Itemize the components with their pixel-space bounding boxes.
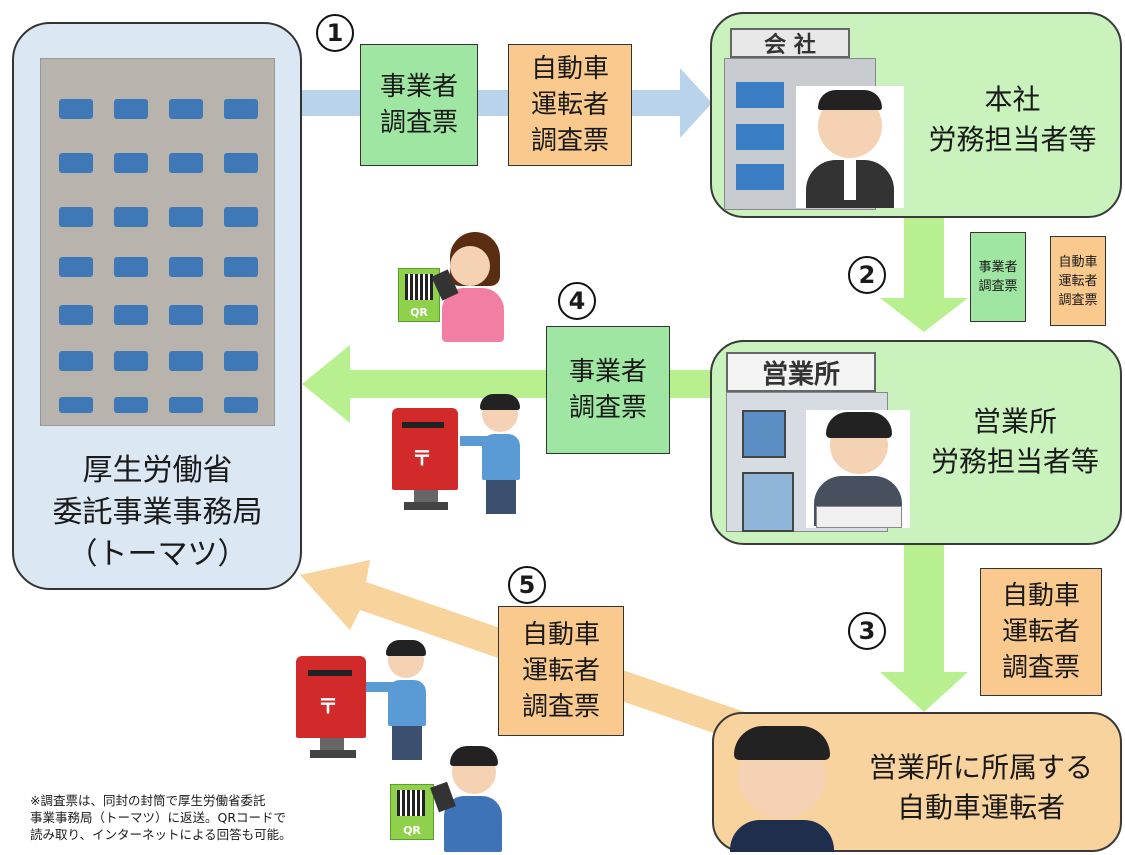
doc-line: 自動車 bbox=[521, 620, 600, 650]
doc-line: 調査票 bbox=[521, 692, 600, 722]
branch-office-sign: 営業所 bbox=[726, 352, 876, 392]
business-survey-doc: 事業者調査票 bbox=[360, 44, 478, 166]
driver-label-line: 営業所に所属する bbox=[868, 751, 1093, 784]
driver-survey-doc-return: 自動車運転者調査票 bbox=[498, 606, 624, 736]
driver-label-line: 自動車運転者 bbox=[896, 791, 1065, 824]
qr-label: QR bbox=[403, 824, 421, 837]
doc-line: 事業者 bbox=[568, 357, 647, 387]
footnote: ※調査票は、同封の封筒で厚生労働省委託 事業事務局（トーマツ）に返送。QRコード… bbox=[30, 792, 360, 843]
man-posting-illustration bbox=[460, 394, 526, 516]
driver-survey-doc: 自動車運転者調査票 bbox=[508, 44, 632, 166]
bureau-building-illustration bbox=[40, 58, 275, 426]
mailbox-mark: 〒 bbox=[412, 446, 432, 470]
step-4-marker: 4 bbox=[558, 282, 596, 320]
doc-line: 調査票 bbox=[1058, 292, 1098, 308]
doc-line: 事業者 bbox=[978, 260, 1018, 275]
qr-code-icon: QR bbox=[390, 784, 434, 840]
driver-label: 営業所に所属する 自動車運転者 bbox=[840, 748, 1122, 828]
arrow-1 bbox=[300, 68, 712, 138]
driver-survey-doc-distribute: 自動車運転者調査票 bbox=[980, 568, 1102, 696]
head-office-person-illustration bbox=[796, 86, 904, 208]
doc-line: 自動車 bbox=[1001, 581, 1080, 611]
head-office-label: 本社 労務担当者等 bbox=[905, 80, 1120, 160]
branch-office-label-line: 労務担当者等 bbox=[930, 445, 1099, 478]
doc-line: 調査票 bbox=[379, 108, 458, 138]
head-office-label-line: 本社 bbox=[984, 83, 1041, 116]
doc-line: 運転者 bbox=[530, 90, 609, 120]
head-office-sign: 会 社 bbox=[730, 28, 850, 58]
branch-office-label: 営業所 労務担当者等 bbox=[910, 402, 1120, 482]
bureau-label-line: 委託事業事務局 bbox=[52, 495, 263, 530]
arrow-3 bbox=[880, 545, 968, 712]
business-survey-doc-return: 事業者調査票 bbox=[546, 326, 670, 454]
woman-with-phone-illustration bbox=[431, 232, 506, 344]
doc-line: 自動車 bbox=[1058, 254, 1098, 270]
step-3-marker: 3 bbox=[848, 612, 886, 650]
footnote-line: ※調査票は、同封の封筒で厚生労働省委託 bbox=[30, 793, 266, 808]
driver-person-illustration bbox=[720, 722, 840, 852]
step-2-marker: 2 bbox=[848, 256, 886, 294]
doc-line: 運転者 bbox=[1058, 273, 1098, 289]
branch-office-label-line: 営業所 bbox=[972, 405, 1057, 438]
footnote-line: 事業事務局（トーマツ）に返送。QRコードで bbox=[30, 810, 287, 825]
mailbox-icon: 〒 bbox=[392, 408, 462, 512]
arrow-2 bbox=[880, 215, 968, 332]
doc-line: 自動車 bbox=[530, 54, 609, 84]
step-5-marker: 5 bbox=[508, 566, 546, 604]
mailbox-icon: 〒 bbox=[296, 656, 370, 760]
driver-survey-doc-small: 自動車運転者調査票 bbox=[1050, 236, 1106, 326]
doc-line: 調査票 bbox=[978, 279, 1018, 294]
bureau-label-line: （トーマツ） bbox=[67, 537, 248, 572]
branch-office-person-illustration bbox=[806, 410, 910, 528]
head-office-label-line: 労務担当者等 bbox=[928, 123, 1097, 156]
man-posting-illustration bbox=[366, 640, 432, 764]
doc-line: 事業者 bbox=[379, 72, 458, 102]
doc-line: 運転者 bbox=[1001, 617, 1080, 647]
qr-label: QR bbox=[410, 306, 428, 319]
mailbox-mark: 〒 bbox=[318, 694, 338, 718]
man-with-phone-illustration bbox=[430, 744, 504, 852]
doc-line: 調査票 bbox=[568, 393, 647, 423]
doc-line: 調査票 bbox=[1001, 653, 1080, 683]
doc-line: 調査票 bbox=[530, 126, 609, 156]
doc-line: 運転者 bbox=[521, 656, 600, 686]
arrow-4 bbox=[302, 345, 712, 423]
step-1-marker: 1 bbox=[316, 14, 354, 52]
bureau-label-line: 厚生労働省 bbox=[82, 453, 233, 488]
footnote-line: 読み取り、インターネットによる回答も可能。 bbox=[30, 827, 292, 842]
bureau-label: 厚生労働省 委託事業事務局 （トーマツ） bbox=[20, 450, 295, 576]
business-survey-doc-small: 事業者調査票 bbox=[970, 232, 1026, 322]
